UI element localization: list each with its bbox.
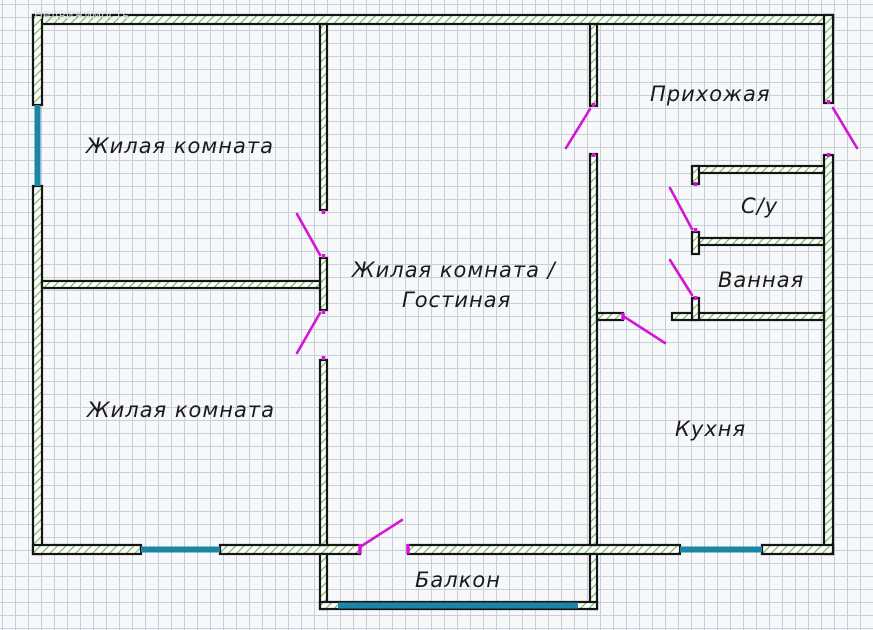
door-entrance bbox=[831, 106, 859, 150]
outer-wall-bottom-right-a bbox=[406, 543, 682, 556]
outer-wall-bottom-mid bbox=[218, 543, 362, 556]
balcony-wall-right bbox=[588, 552, 599, 611]
door-jamb-marks bbox=[321, 100, 831, 554]
partition-bath-left bbox=[690, 296, 701, 322]
room-label-balcony: Балкон bbox=[415, 568, 501, 592]
partition-wc-left-mid bbox=[690, 230, 701, 256]
room-label-living-main-line1: Жилая комната / bbox=[352, 258, 556, 282]
door-wc bbox=[668, 186, 694, 231]
room-label-living-top: Жилая комната bbox=[86, 134, 274, 158]
partition-kitchen-top bbox=[595, 311, 625, 322]
door-living-top bbox=[295, 212, 322, 257]
outer-wall-top bbox=[31, 13, 835, 26]
door-bathroom bbox=[668, 258, 694, 297]
watermark: Недвижимость bbox=[34, 8, 130, 22]
outer-wall-left-upper bbox=[31, 13, 44, 107]
partition-horizontal-left bbox=[40, 279, 322, 290]
outer-wall-bottom-right-b bbox=[760, 543, 835, 556]
doors bbox=[295, 106, 859, 549]
partition-right-lower bbox=[588, 152, 599, 547]
room-label-kitchen: Кухня bbox=[675, 417, 747, 441]
windows bbox=[34, 105, 762, 609]
partition-right-upper bbox=[588, 22, 599, 108]
outer-wall-left-lower bbox=[31, 184, 44, 556]
outer-wall-bottom-left bbox=[31, 543, 143, 556]
partition-left-lower bbox=[318, 358, 329, 547]
partition-left-upper bbox=[318, 22, 329, 212]
door-balcony bbox=[358, 518, 404, 549]
room-label-hallway: Прихожая bbox=[650, 82, 771, 106]
room-label-living-main-line2: Гостиная bbox=[402, 288, 512, 312]
door-hallway-inner bbox=[564, 107, 592, 150]
partition-wc-bath bbox=[693, 236, 826, 247]
outer-wall-right-lower bbox=[822, 153, 835, 556]
room-label-wc: С/у bbox=[741, 194, 779, 218]
door-living-bottom bbox=[295, 311, 322, 355]
room-label-bathroom: Ванная bbox=[718, 268, 805, 292]
partition-wc-top bbox=[693, 164, 826, 175]
partition-wc-left-upper bbox=[690, 164, 701, 186]
balcony-wall-left bbox=[318, 552, 329, 611]
partition-kitchen-bath bbox=[670, 311, 826, 322]
room-label-living-bottom: Жилая комната bbox=[87, 398, 275, 422]
outer-wall-right-upper bbox=[822, 13, 835, 105]
door-kitchen bbox=[621, 314, 667, 345]
